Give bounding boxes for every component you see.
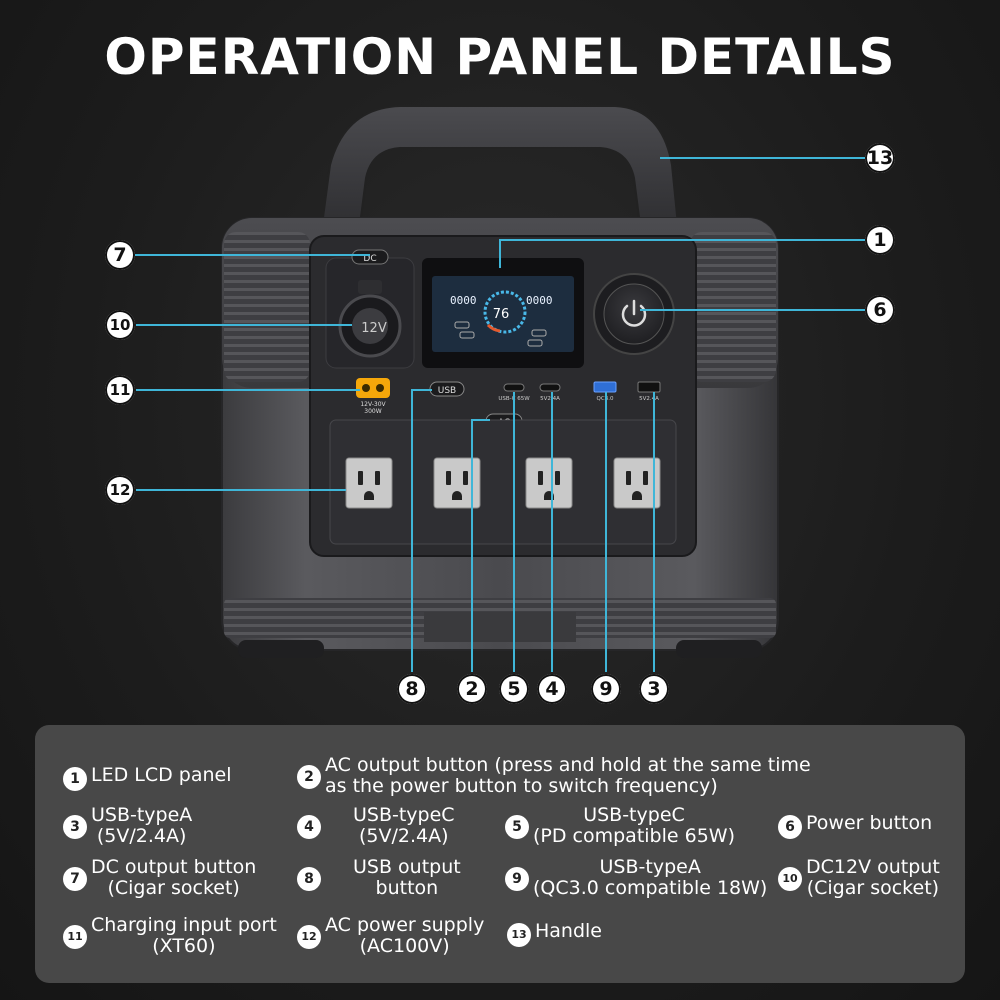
legend-item-7: 7 DC output button (Cigar socket) (63, 857, 256, 899)
legend-item-10: 10 DC12V output (Cigar socket) (778, 857, 940, 899)
legend-panel: 1 LED LCD panel 2 AC output button (pres… (35, 725, 965, 983)
legend-text: USB-typeA (QC3.0 compatible 18W) (533, 856, 768, 899)
ac-outlet (433, 457, 481, 509)
legend-item-8: 8 USB output button (297, 857, 461, 899)
svg-text:12V-30V: 12V-30V (360, 401, 386, 408)
legend-number: 1 (63, 767, 87, 791)
callout-1: 1 (865, 225, 895, 255)
legend-text: LED LCD panel (91, 764, 232, 786)
legend-text: USB output button (353, 856, 461, 899)
legend-number: 7 (63, 867, 87, 891)
leader-lines (134, 157, 866, 672)
legend-text: DC output button (Cigar socket) (91, 856, 257, 899)
legend-item-1: 1 LED LCD panel (63, 765, 232, 791)
svg-text:300W: 300W (364, 408, 381, 415)
ac-outlet-panel (329, 419, 677, 545)
callout-11: 11 (105, 375, 135, 405)
svg-text:76: 76 (493, 307, 510, 322)
callout-4: 4 (537, 674, 567, 704)
xt60-port (356, 378, 390, 398)
handle (320, 105, 680, 226)
power-station-illustration: DC 12V 0000 0000 76 12V-30V 300W USB USB… (134, 105, 866, 672)
dc-button-label: DC (363, 254, 376, 264)
legend-text: Handle (535, 920, 603, 942)
svg-text:0000: 0000 (526, 294, 553, 307)
ac-outlet (345, 457, 393, 509)
legend-number: 8 (297, 867, 321, 891)
svg-text:5V2.4A: 5V2.4A (540, 396, 560, 402)
legend-item-11: 11 Charging input port (XT60) (63, 915, 277, 957)
legend-item-3: 3 USB-typeA (5V/2.4A) (63, 805, 192, 847)
svg-text:0000: 0000 (450, 294, 477, 307)
legend-text: DC12V output (Cigar socket) (806, 856, 940, 899)
legend-text: Charging input port (XT60) (91, 914, 277, 957)
usba-qc-port (593, 381, 617, 393)
legend-item-12: 12 AC power supply (AC100V) (297, 915, 484, 957)
usbc-port (539, 383, 561, 392)
legend-item-9: 9 USB-typeA (QC3.0 compatible 18W) (505, 857, 767, 899)
legend-number: 12 (297, 925, 321, 949)
legend-item-5: 5 USB-typeC (PD compatible 65W) (505, 805, 735, 847)
callout-5: 5 (499, 674, 529, 704)
callout-8: 8 (397, 674, 427, 704)
legend-number: 13 (507, 923, 531, 947)
svg-text:USB: USB (438, 386, 456, 396)
callout-13: 13 (865, 143, 895, 173)
callout-3: 3 (639, 674, 669, 704)
callout-12: 12 (105, 475, 135, 505)
callout-10: 10 (105, 310, 135, 340)
callout-6: 6 (865, 295, 895, 325)
legend-number: 5 (505, 815, 529, 839)
callout-9: 9 (591, 674, 621, 704)
legend-number: 4 (297, 815, 321, 839)
legend-text: USB-typeC (PD compatible 65W) (533, 804, 735, 847)
page-title: OPERATION PANEL DETAILS (104, 28, 896, 86)
legend-item-6: 6 Power button (778, 813, 932, 839)
legend-number: 11 (63, 925, 87, 949)
legend-number: 3 (63, 815, 87, 839)
legend-text: AC power supply (AC100V) (325, 914, 485, 957)
usba-port (637, 381, 661, 393)
legend-item-13: 13 Handle (507, 921, 602, 947)
legend-number: 10 (778, 867, 802, 891)
legend-number: 2 (297, 765, 321, 789)
legend-text: AC output button (press and hold at the … (325, 754, 811, 797)
svg-text:5V2.4A: 5V2.4A (639, 396, 659, 402)
legend-text: Power button (806, 812, 933, 834)
legend-number: 9 (505, 867, 529, 891)
legend-text: USB-typeA (5V/2.4A) (91, 804, 193, 847)
legend-item-4: 4 USB-typeC (5V/2.4A) (297, 805, 455, 847)
svg-text:12V: 12V (361, 321, 387, 336)
callout-2: 2 (457, 674, 487, 704)
lcd-screen (432, 276, 574, 352)
usbc-65w-port (503, 383, 525, 392)
ac-outlet (613, 457, 661, 509)
legend-item-2: 2 AC output button (press and hold at th… (297, 755, 811, 797)
callout-7: 7 (105, 240, 135, 270)
legend-text: USB-typeC (5V/2.4A) (353, 804, 455, 847)
ac-outlet (525, 457, 573, 509)
legend-number: 6 (778, 815, 802, 839)
